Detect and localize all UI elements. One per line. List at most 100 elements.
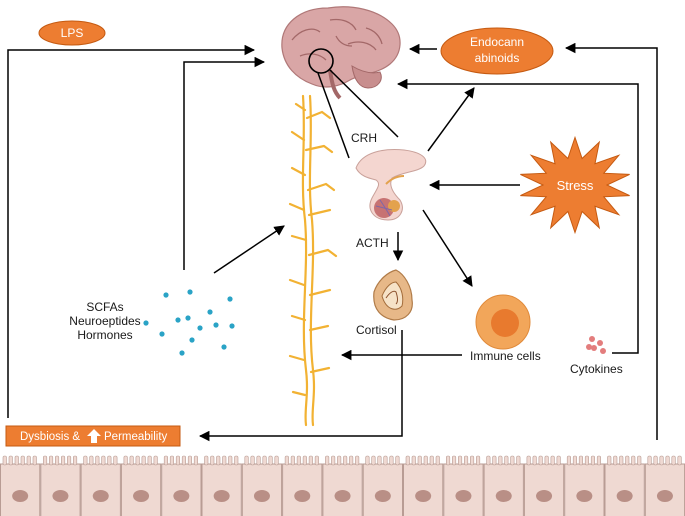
microvillus (163, 455, 168, 466)
hypothalamus-connector (317, 72, 350, 159)
microvillus (566, 455, 572, 466)
microvillus (244, 455, 249, 466)
microvillus (216, 455, 221, 466)
metabolites-to-vagus-arrow (213, 225, 285, 274)
microvillus (532, 455, 537, 466)
microvillus (625, 455, 630, 466)
microvillus (135, 455, 140, 466)
microvillus (677, 455, 682, 466)
cortisol-to-dysbiosis-arrow (198, 330, 403, 442)
microvillus (607, 455, 612, 466)
epithelial-nucleus (253, 490, 270, 502)
microvillus (308, 455, 313, 466)
adrenal-gland-icon (373, 269, 413, 321)
pituitary-icon (355, 149, 427, 221)
brain-icon (281, 6, 401, 100)
microvillus (590, 455, 596, 466)
microvillus (129, 455, 134, 466)
epithelial-nucleus (92, 490, 109, 502)
microvillus (556, 455, 561, 466)
epithelium-to-endocannabinoids-arrow (564, 42, 658, 440)
microvillus (377, 455, 382, 466)
pituitary-to-immune-arrow (422, 209, 473, 287)
microvillus (256, 455, 261, 466)
microvillus (457, 455, 463, 466)
microvillus (550, 455, 555, 466)
stress-label: Stress (557, 178, 594, 193)
microvillus (584, 455, 590, 466)
microvillus (123, 455, 128, 466)
microvillus (147, 455, 152, 466)
microvillus (32, 455, 37, 466)
microvillus (405, 455, 410, 466)
microvillus (153, 455, 158, 466)
microvillus (653, 455, 658, 466)
microvillus (222, 455, 227, 466)
microvillus (73, 455, 78, 466)
lps-pill (38, 20, 106, 46)
microvillus (349, 455, 354, 466)
hypothalamus-highlight (308, 48, 334, 74)
microvillus (389, 455, 394, 466)
neuroeptides-label: Neuroeptides (69, 314, 140, 328)
lps-label: LPS (61, 26, 84, 40)
epithelial-cell (523, 463, 565, 516)
microvillus (526, 455, 531, 466)
microvillus (302, 455, 307, 466)
epithelial-nucleus (133, 490, 150, 502)
microvillus (8, 455, 13, 466)
microvillus (469, 455, 475, 466)
microvillus (101, 455, 106, 466)
microvillus (234, 455, 239, 466)
metabolite-dots (143, 289, 235, 356)
microvillus (659, 455, 664, 466)
microvillus (498, 455, 503, 466)
microvillus (355, 455, 360, 466)
microvillus (463, 455, 469, 466)
cortisol-label: Cortisol (356, 323, 397, 337)
pituitary-to-endocannabinoids-arrow (427, 87, 475, 152)
stress-burst (520, 135, 630, 235)
microvillus (395, 455, 400, 466)
microvillus (107, 455, 112, 466)
microvillus (54, 455, 60, 466)
microvillus (510, 455, 515, 466)
microvillus (274, 455, 279, 466)
microvillus (578, 455, 584, 466)
microvillus (60, 455, 66, 466)
epithelial-nucleus (374, 490, 391, 502)
intestinal-epithelium-icon (0, 455, 685, 516)
microvillus (544, 455, 549, 466)
microvillus (637, 455, 642, 466)
endocannabinoids-pill (440, 27, 554, 75)
microvillus (187, 455, 192, 466)
microvillus (423, 455, 428, 466)
microvillus (210, 455, 215, 466)
microvillus (20, 455, 25, 466)
epithelial-nucleus (656, 490, 673, 502)
microvillus (337, 455, 342, 466)
pathway-arrows (7, 42, 658, 442)
hypothalamus-connector (329, 69, 399, 138)
metabolites-to-brain-arrow (183, 56, 266, 270)
microvillus (475, 455, 481, 466)
endocannabinoids-label-line1: Endocann (470, 35, 524, 49)
epithelial-nucleus (12, 490, 29, 502)
microvillus (365, 455, 370, 466)
microvillus (175, 455, 180, 466)
microvillus (95, 455, 100, 466)
acth-label: ACTH (356, 236, 389, 250)
epithelial-nucleus (455, 490, 472, 502)
microvillus (371, 455, 376, 466)
microvillus (83, 455, 88, 466)
microvillus (665, 455, 670, 466)
microvillus (613, 455, 618, 466)
epithelial-nucleus (52, 490, 69, 502)
microvillus (331, 455, 336, 466)
microvillus (113, 455, 118, 466)
permeability-label: Permeability (104, 431, 168, 443)
microvillus (42, 455, 48, 466)
microvillus (181, 455, 186, 466)
microvillus (14, 455, 19, 466)
